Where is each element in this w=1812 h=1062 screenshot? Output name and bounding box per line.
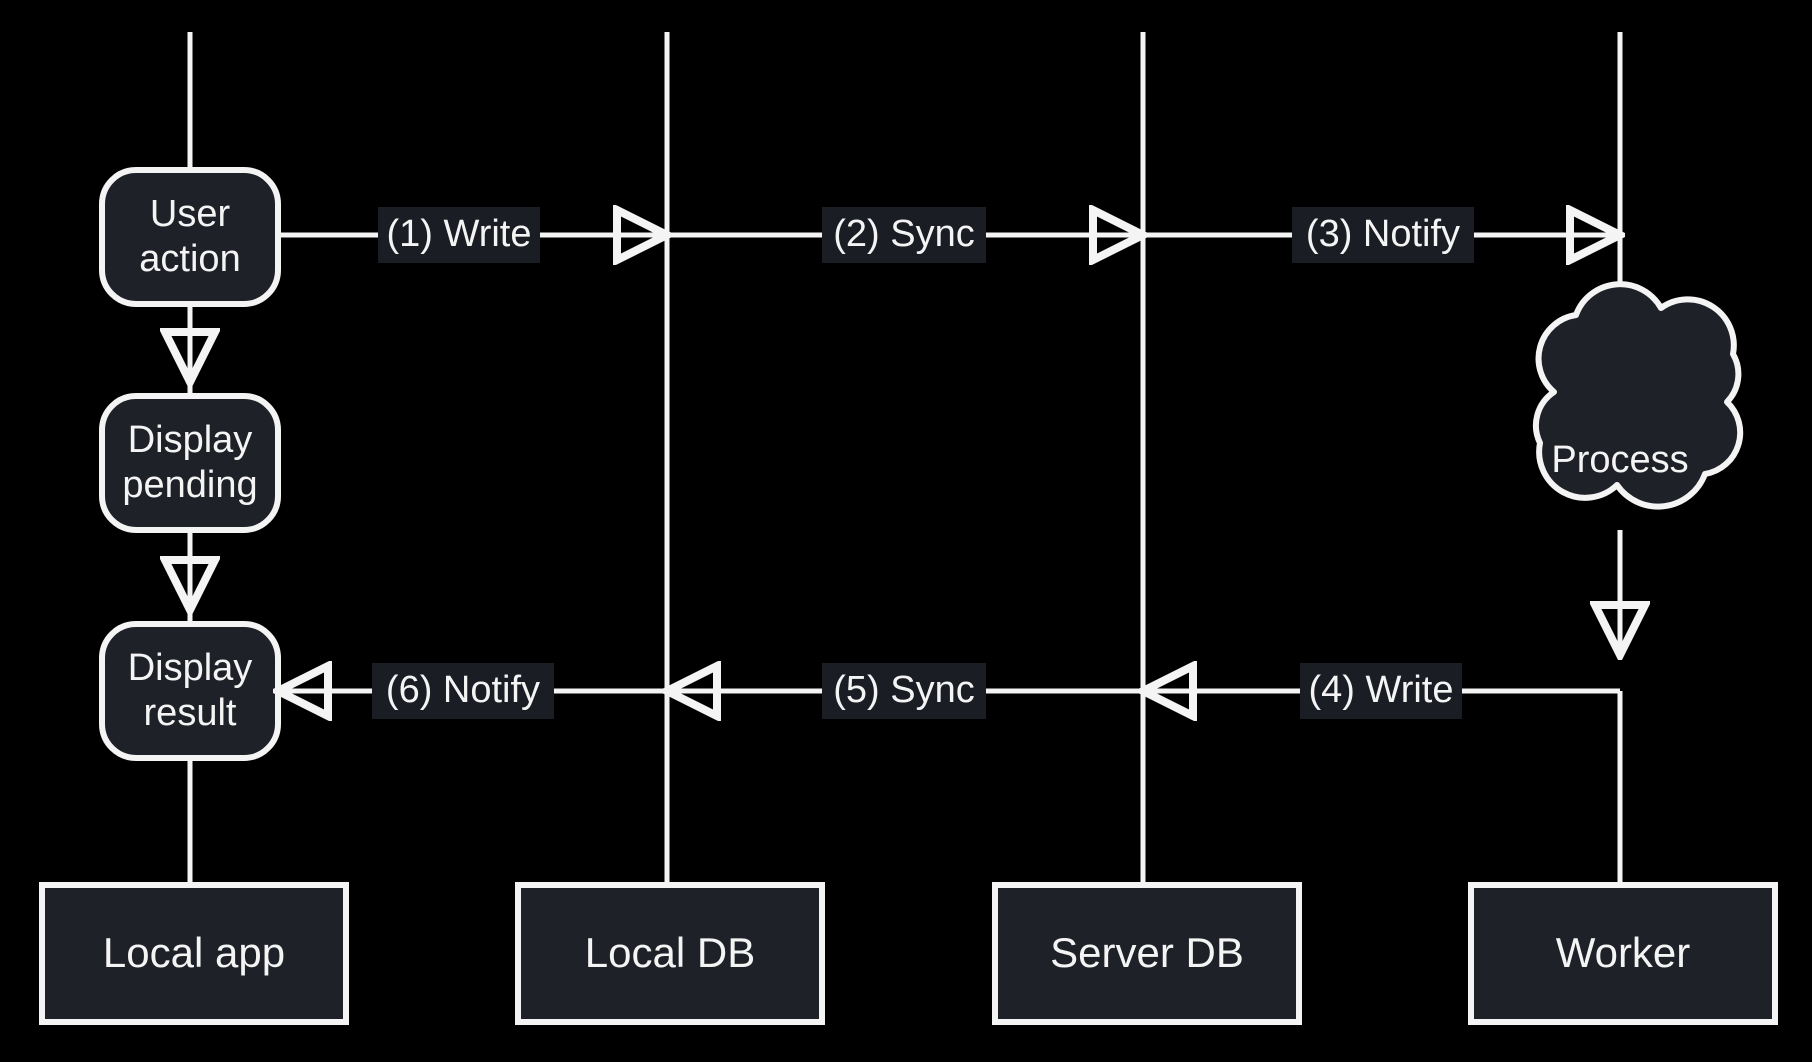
- messages-row-1: (1) Write (2) Sync (3) Notify: [278, 207, 1620, 263]
- node-display-pending-label-line2: pending: [122, 464, 257, 506]
- node-display-result-shape: [99, 621, 281, 761]
- node-user-action-label-line1: User: [150, 193, 231, 235]
- participant-box-worker-shape: [1468, 882, 1778, 1025]
- message-label-box-2: [822, 207, 986, 263]
- node-user-action[interactable]: User action: [99, 167, 281, 307]
- message-label-2-sync: (2) Sync: [833, 213, 974, 255]
- participant-box-local-db-shape: [515, 882, 825, 1025]
- message-label-3-notify: (3) Notify: [1306, 213, 1460, 255]
- node-user-action-shape: [99, 167, 281, 307]
- participant-box-worker[interactable]: Worker: [1468, 882, 1778, 1025]
- participant-label-local-app: Local app: [103, 929, 285, 976]
- message-label-box-3: [1292, 207, 1474, 263]
- participant-label-server-db: Server DB: [1050, 929, 1244, 976]
- participant-box-server-db[interactable]: Server DB: [992, 882, 1302, 1025]
- participant-label-local-db: Local DB: [585, 929, 755, 976]
- message-label-box-1: [378, 207, 540, 263]
- node-display-result[interactable]: Display result: [99, 621, 281, 761]
- node-display-result-label-line1: Display: [128, 647, 253, 689]
- message-label-box-6: [372, 663, 554, 719]
- node-process[interactable]: Process: [1533, 281, 1744, 510]
- participant-box-server-db-shape: [992, 882, 1302, 1025]
- node-user-action-label-line2: action: [139, 238, 240, 280]
- message-label-1-write: (1) Write: [387, 213, 532, 255]
- message-label-box-5: [822, 663, 986, 719]
- node-display-pending-shape: [99, 393, 281, 533]
- message-label-box-4: [1300, 663, 1462, 719]
- message-label-5-sync: (5) Sync: [833, 669, 974, 711]
- participant-box-local-app[interactable]: Local app: [39, 882, 349, 1025]
- message-label-4-write: (4) Write: [1309, 669, 1454, 711]
- node-process-cloud-shape: [1533, 281, 1744, 510]
- participant-box-local-db[interactable]: Local DB: [515, 882, 825, 1025]
- messages-row-2: (4) Write (5) Sync (6) Notify: [278, 663, 1620, 719]
- node-display-result-label-line2: result: [144, 692, 237, 734]
- lifelines-group: [187, 32, 1620, 885]
- participant-box-local-app-shape: [39, 882, 349, 1025]
- message-label-6-notify: (6) Notify: [386, 669, 540, 711]
- node-display-pending[interactable]: Display pending: [99, 393, 281, 533]
- participant-label-worker: Worker: [1556, 929, 1691, 976]
- node-process-label: Process: [1551, 439, 1688, 481]
- node-display-pending-label-line1: Display: [128, 419, 253, 461]
- participant-boxes: Local app Local DB Server DB Worker: [39, 882, 1778, 1025]
